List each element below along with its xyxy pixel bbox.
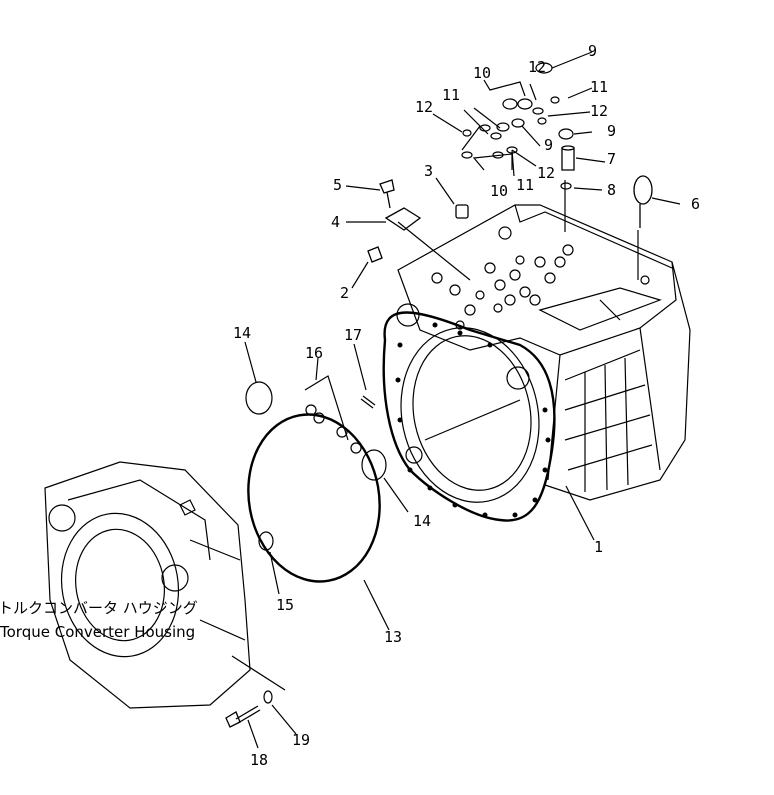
callout-15: 15 — [276, 596, 294, 614]
dowel-pin-17 — [360, 395, 376, 409]
callout-9-right: 9 — [607, 122, 616, 140]
callout-10-bottom: 10 — [490, 182, 508, 200]
caption-english: Torque Converter Housing — [0, 623, 195, 641]
washer-19 — [263, 690, 273, 704]
callout-12-left: 12 — [415, 98, 433, 116]
callout-12-right: 12 — [590, 102, 608, 120]
callout-12-top: 12 — [528, 58, 546, 76]
caption-japanese: トルクコンバータ ハウジング — [0, 599, 198, 617]
callout-19: 19 — [292, 731, 310, 749]
o-ring-14-right — [361, 449, 387, 481]
callout-18: 18 — [250, 751, 268, 769]
callout-6: 6 — [691, 195, 700, 213]
gasket-ring-13 — [247, 413, 381, 583]
callout-13: 13 — [384, 628, 402, 646]
callout-10-top: 10 — [473, 64, 491, 82]
eye-bolt-6 — [633, 175, 653, 228]
leader-lines — [231, 51, 681, 749]
callout-11-left: 11 — [442, 86, 460, 104]
callout-12-bottom: 12 — [537, 164, 555, 182]
callout-11-right: 11 — [590, 78, 608, 96]
callout-9-mid: 9 — [544, 136, 553, 154]
callout-14-right: 14 — [413, 512, 431, 530]
o-ring-cluster — [461, 62, 574, 159]
plug-3 — [455, 204, 469, 219]
callout-2: 2 — [340, 284, 349, 302]
transmission-case — [382, 204, 691, 522]
callout-4: 4 — [331, 213, 340, 231]
o-rings-16 — [304, 375, 362, 454]
callout-8: 8 — [607, 181, 616, 199]
plug-2 — [367, 246, 383, 263]
adapter-7 — [561, 145, 575, 171]
callout-11-bottom: 11 — [516, 176, 534, 194]
bolt-5 — [379, 179, 395, 209]
callout-7: 7 — [607, 150, 616, 168]
o-ring-8 — [560, 182, 572, 190]
callout-17: 17 — [344, 326, 362, 344]
bolt-18 — [225, 705, 261, 728]
callout-14-left: 14 — [233, 324, 251, 342]
callout-3: 3 — [424, 162, 433, 180]
callout-5: 5 — [333, 176, 342, 194]
torque-converter-housing — [44, 461, 251, 709]
callout-9-top: 9 — [588, 42, 597, 60]
callout-labels: 1 2 3 4 5 6 7 8 9 9 9 10 10 11 11 11 12 … — [233, 42, 700, 769]
callout-16: 16 — [305, 344, 323, 362]
o-ring-15 — [258, 531, 274, 551]
callout-1: 1 — [594, 538, 603, 556]
cover-plate-4 — [384, 207, 422, 231]
housing-caption: トルクコンバータ ハウジング Torque Converter Housing — [0, 599, 198, 641]
o-ring-14-left — [245, 381, 273, 415]
